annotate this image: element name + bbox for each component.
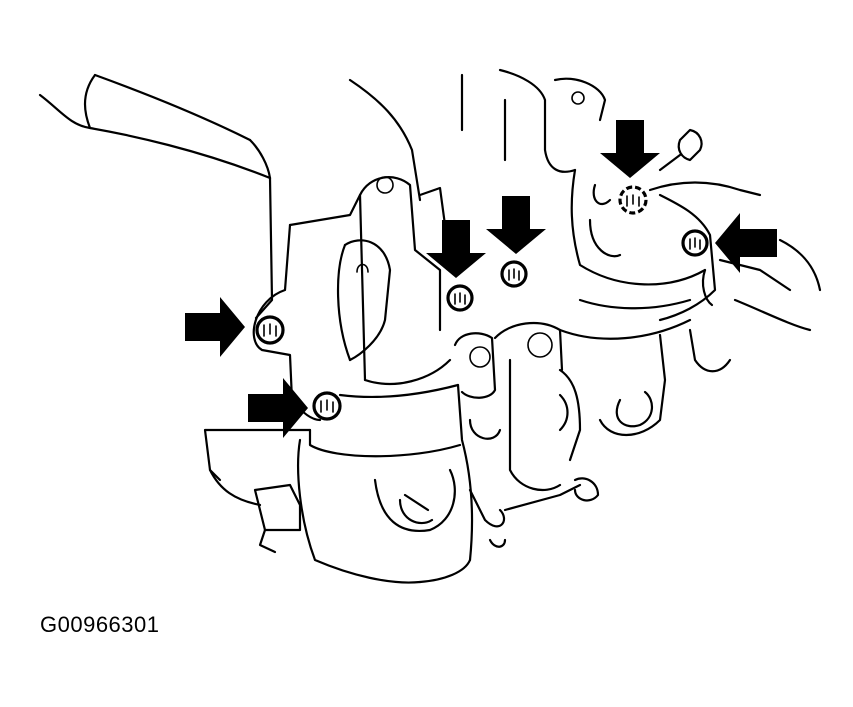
arrow-icon	[185, 297, 245, 357]
upper-hose	[38, 73, 274, 320]
arrow-icon	[486, 196, 546, 254]
left-housing	[252, 176, 460, 422]
arrow-icon	[600, 120, 660, 178]
callout-arrows	[185, 120, 777, 438]
arrow-icon	[715, 213, 777, 273]
arrow-icon	[248, 378, 308, 438]
figure-id-label: G00966301	[40, 612, 160, 637]
arrow-icon	[426, 220, 486, 278]
lower-body	[203, 383, 474, 584]
upper-pipes	[348, 68, 703, 202]
center-cylinders	[453, 322, 600, 548]
bolts	[255, 185, 709, 421]
right-housing	[558, 168, 822, 436]
